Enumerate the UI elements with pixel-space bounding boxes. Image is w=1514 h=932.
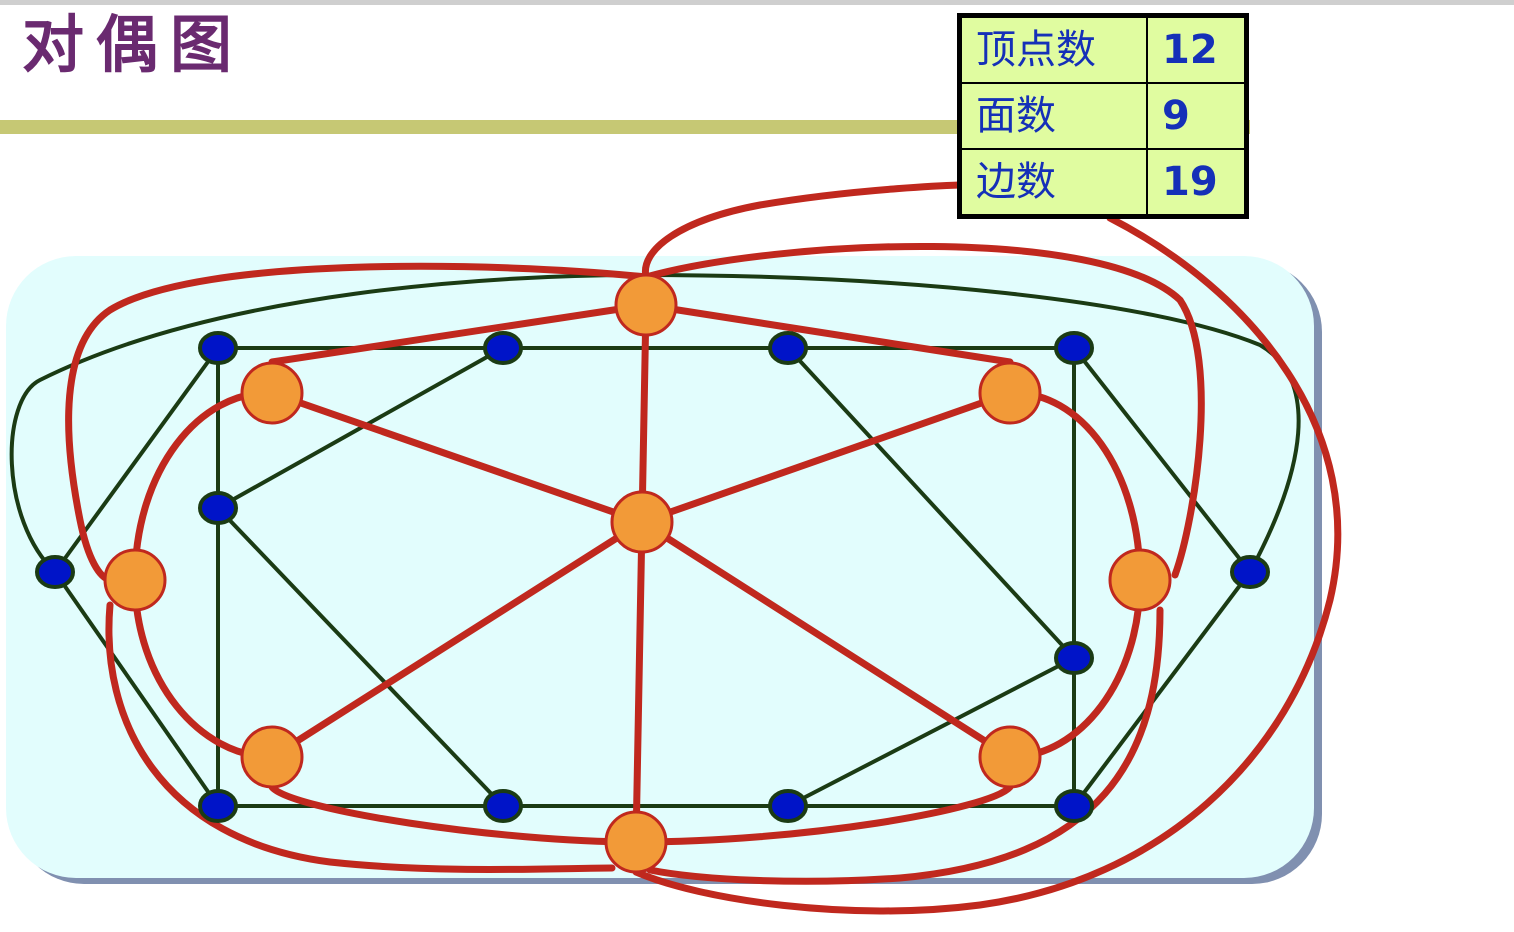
dual-edge bbox=[632, 783, 1014, 846]
primal-vertex bbox=[198, 491, 238, 525]
stats-value: 9 bbox=[1146, 82, 1246, 150]
dual-vertex bbox=[978, 361, 1042, 425]
dual-edge bbox=[632, 214, 1342, 915]
dual-edge bbox=[642, 243, 1205, 579]
dual-edge bbox=[638, 301, 650, 526]
dual-edge bbox=[268, 301, 650, 366]
primal-edge bbox=[1072, 346, 1252, 574]
primal-edge bbox=[216, 506, 505, 808]
primal-vertex bbox=[483, 789, 523, 823]
dual-edge bbox=[268, 783, 640, 846]
stats-row-edges: 边数 19 bbox=[960, 148, 1246, 216]
dual-edge bbox=[268, 389, 646, 526]
dual-vertex bbox=[240, 725, 304, 789]
stats-row-vertices: 顶点数 12 bbox=[960, 16, 1246, 84]
dual-vertex bbox=[103, 548, 167, 612]
primal-vertices bbox=[35, 331, 1270, 823]
primal-vertex bbox=[1054, 331, 1094, 365]
dual-edge bbox=[638, 389, 1014, 526]
dual-vertex bbox=[240, 361, 304, 425]
primal-vertex bbox=[768, 789, 808, 823]
dual-edge bbox=[641, 181, 964, 281]
dual-vertex bbox=[610, 490, 674, 554]
primal-edge bbox=[786, 346, 1076, 660]
primal-vertex bbox=[1230, 555, 1270, 589]
dual-edge bbox=[268, 518, 646, 761]
dual-edge bbox=[105, 601, 616, 873]
primal-edge bbox=[53, 570, 220, 808]
dual-vertex bbox=[978, 725, 1042, 789]
stats-label: 面数 bbox=[960, 82, 1148, 150]
stats-label: 顶点数 bbox=[960, 16, 1148, 84]
stats-value: 12 bbox=[1146, 16, 1246, 84]
dual-vertex bbox=[604, 810, 668, 874]
primal-vertex bbox=[768, 331, 808, 365]
primal-edge bbox=[787, 656, 1075, 808]
dual-vertices bbox=[103, 273, 1172, 874]
dual-edge bbox=[65, 262, 650, 584]
primal-vertex bbox=[483, 331, 523, 365]
primal-vertex bbox=[198, 331, 238, 365]
stats-row-faces: 面数 9 bbox=[960, 82, 1246, 150]
primal-vertex bbox=[1054, 789, 1094, 823]
primal-edge bbox=[1072, 570, 1252, 808]
dual-edge bbox=[638, 518, 1014, 761]
dual-edge bbox=[642, 301, 1014, 366]
primal-edge bbox=[217, 346, 504, 510]
title-underline bbox=[0, 120, 1250, 134]
primal-vertex bbox=[35, 555, 75, 589]
primal-vertex bbox=[198, 789, 238, 823]
stats-label: 边数 bbox=[960, 148, 1148, 216]
slide-title: 对偶图 bbox=[22, 8, 245, 81]
dual-edge bbox=[632, 518, 646, 846]
primal-vertex bbox=[1054, 641, 1094, 675]
dual-vertex bbox=[1108, 548, 1172, 612]
dual-edge bbox=[646, 606, 1164, 885]
top-border bbox=[0, 0, 1514, 5]
stats-value: 19 bbox=[1146, 148, 1246, 216]
dual-vertex bbox=[614, 273, 678, 337]
stats-table: 顶点数 12 面数 9 边数 19 bbox=[957, 13, 1249, 219]
